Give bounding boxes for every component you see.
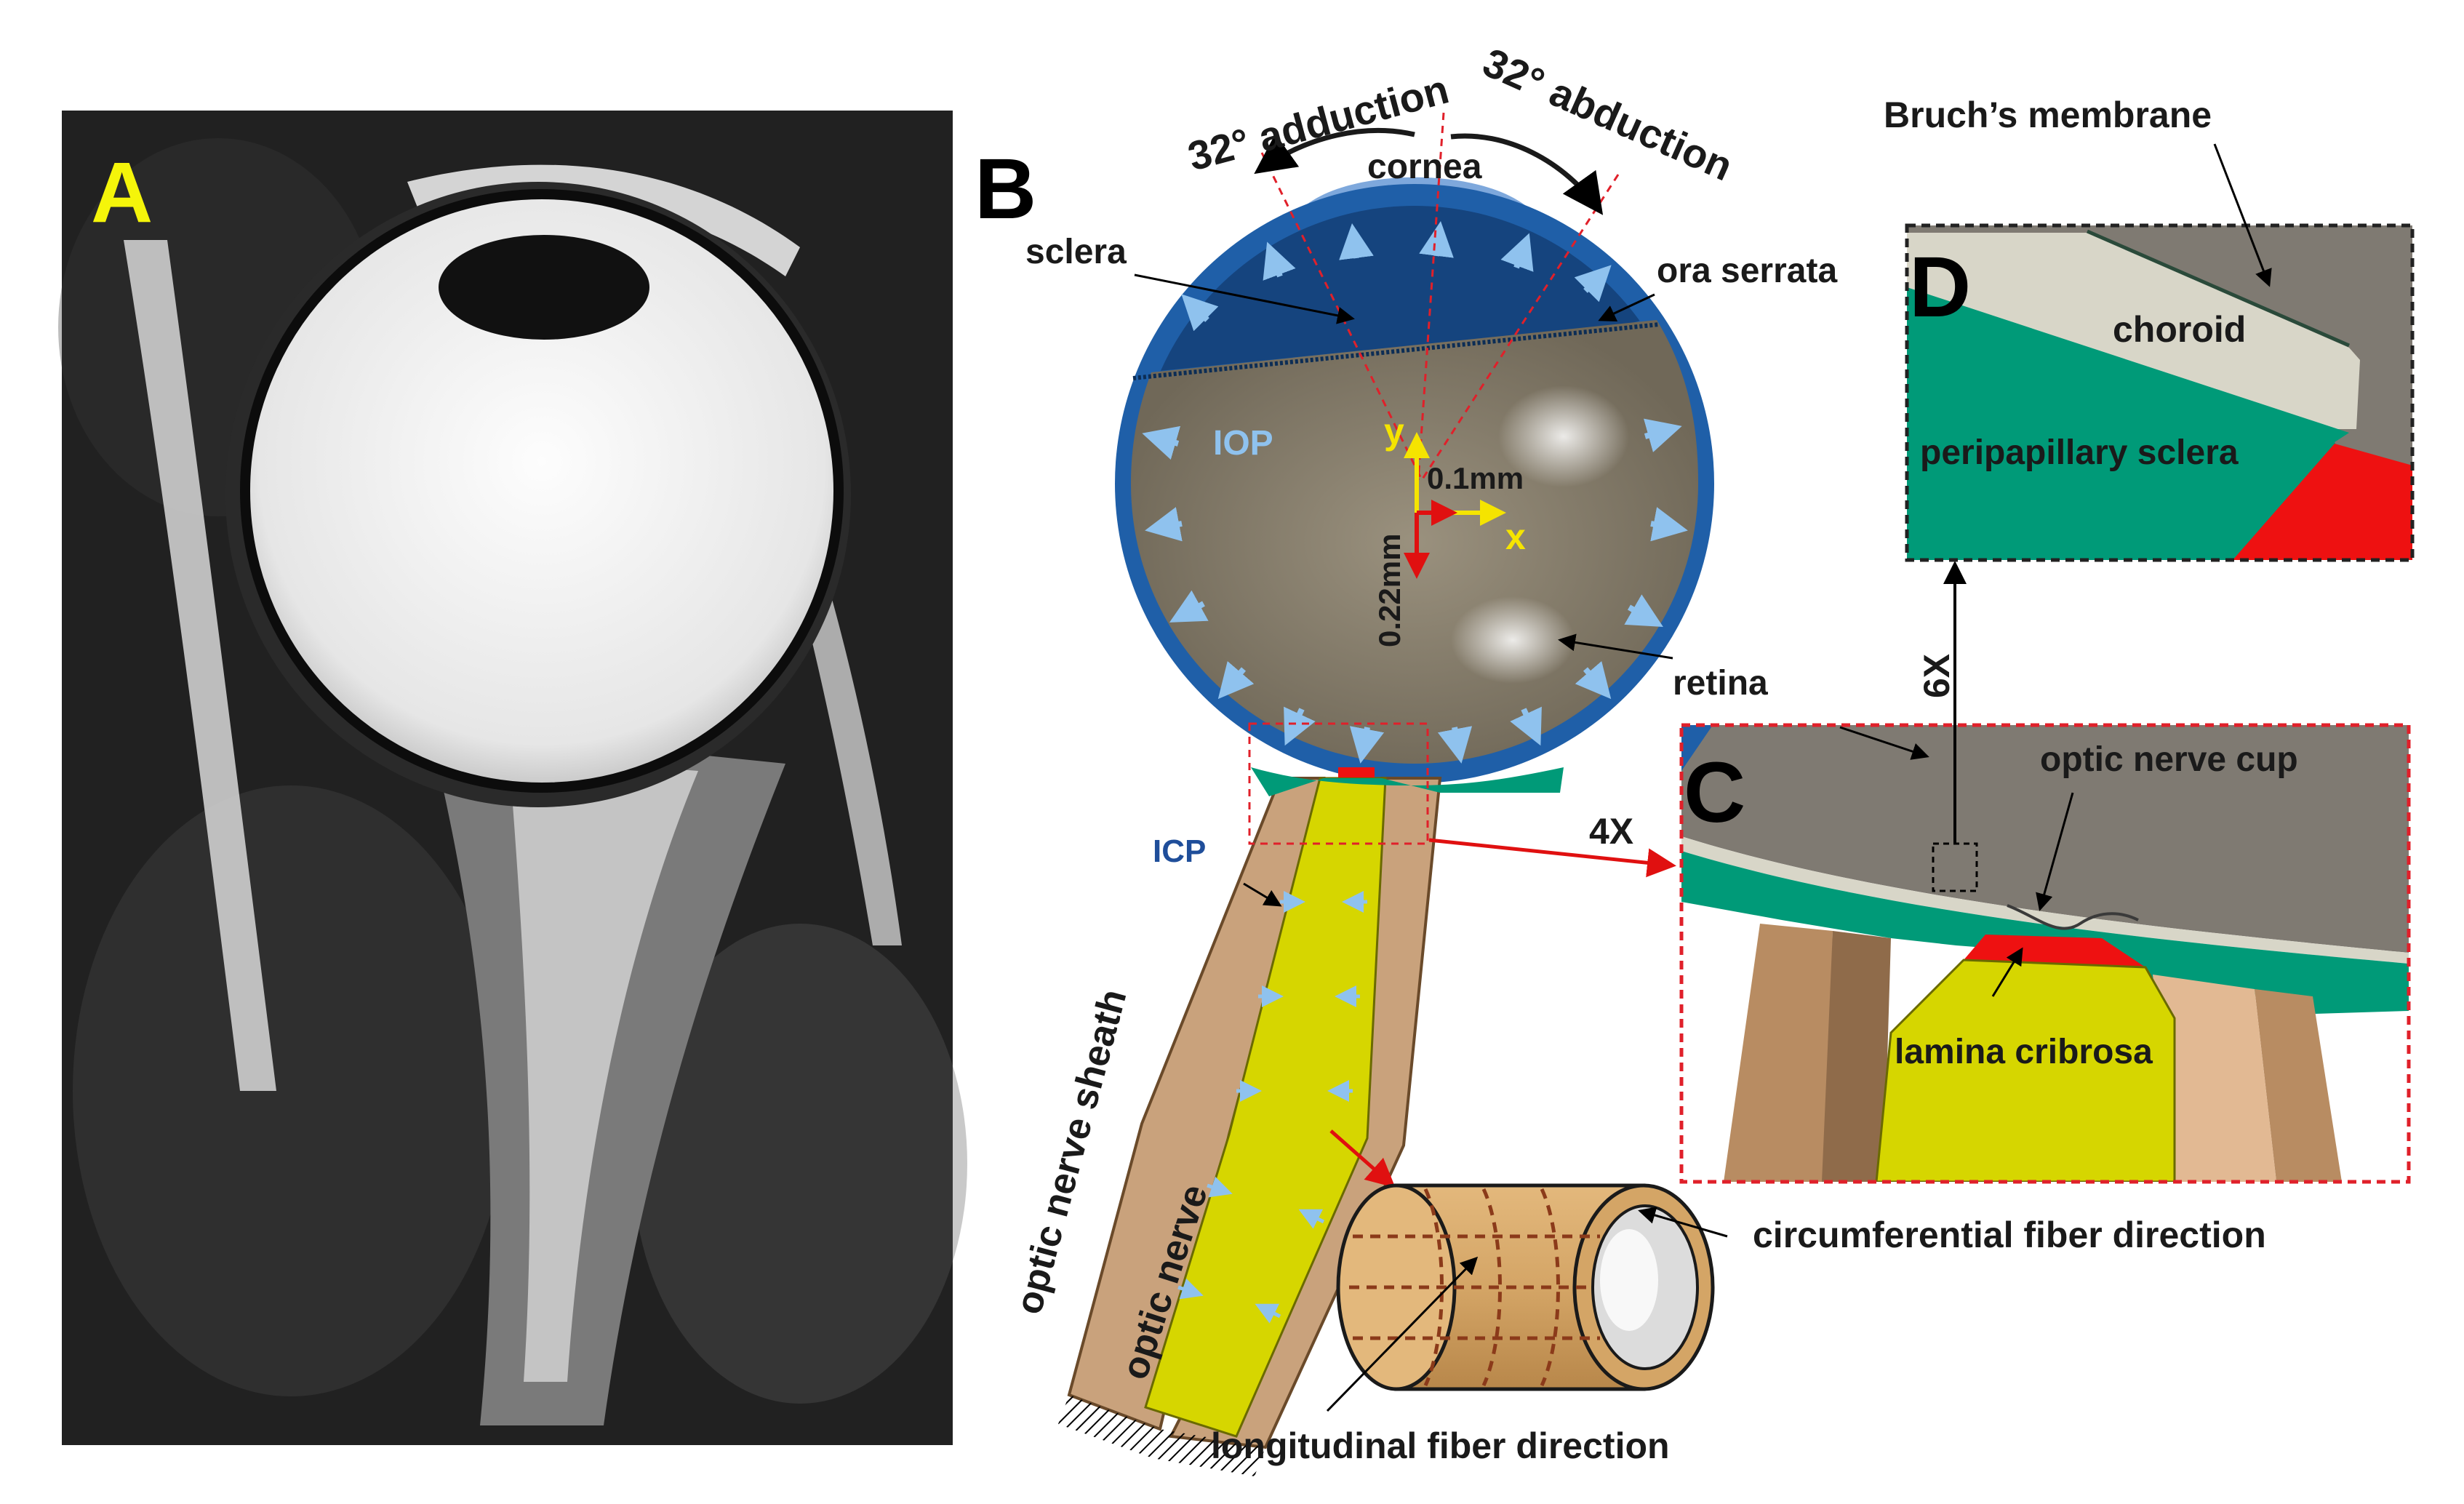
rotation-guides <box>1248 112 1620 845</box>
label-zoom-d: 6X <box>1916 654 1957 698</box>
label-icp: ICP <box>1153 833 1206 869</box>
panel-c-zoom: C optic nerve cup lamina cribrosa 6X <box>1679 561 2411 1184</box>
fiber-cylinder: circumferential fiber direction longitud… <box>1211 1183 2266 1466</box>
panel-a-mri: A <box>58 111 967 1445</box>
label-cornea: cornea <box>1367 148 1482 186</box>
label-dim-y: 0.22mm <box>1372 534 1407 647</box>
label-bruchs-membrane: Bruch’s membrane <box>1884 95 2212 135</box>
panel-letter-d: D <box>1909 239 1971 335</box>
label-axis-x: x <box>1505 516 1526 557</box>
label-peripapillary-sclera: peripapillary sclera <box>1920 433 2239 472</box>
panel-d-zoom: D Bruch’s membrane choroid peripapillary… <box>1884 95 2415 562</box>
label-iop: IOP <box>1213 424 1273 463</box>
optic-nerve-shape <box>1144 777 1387 1438</box>
label-ora-serrata: ora serrata <box>1657 252 1837 290</box>
label-axis-y: y <box>1384 411 1404 452</box>
label-dim-x: 0.1mm <box>1427 461 1524 495</box>
label-choroid: choroid <box>2113 309 2246 350</box>
panel-b-eye-model: B <box>975 39 1837 1476</box>
panel-letter-c: C <box>1684 745 1745 841</box>
label-abduction: 32° abduction <box>1476 39 1740 189</box>
iop-arrows <box>1142 221 1688 764</box>
label-circumferential-fiber: circumferential fiber direction <box>1753 1215 2266 1255</box>
label-sclera: sclera <box>1025 233 1127 271</box>
label-zoom-c: 4X <box>1589 811 1633 852</box>
label-longitudinal-fiber: longitudinal fiber direction <box>1211 1425 1670 1466</box>
label-optic-nerve-cup: optic nerve cup <box>2040 740 2298 779</box>
panel-letter-a: A <box>91 145 153 241</box>
panel-letter-b: B <box>975 141 1036 237</box>
label-retina: retina <box>1673 664 1768 703</box>
label-lamina-cribrosa: lamina cribrosa <box>1895 1033 2153 1071</box>
